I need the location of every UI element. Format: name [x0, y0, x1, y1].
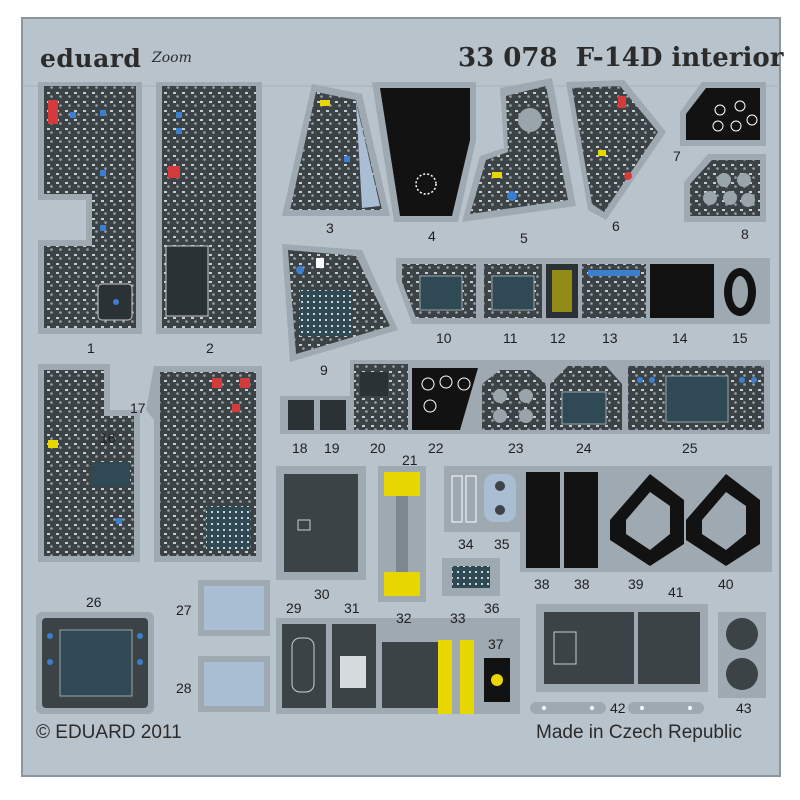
part-number: 35: [494, 536, 510, 552]
part-number: 12: [550, 330, 566, 346]
part-41: [536, 604, 708, 692]
part-2: [156, 82, 262, 334]
part-number: 17: [130, 400, 146, 416]
part-number: 25: [682, 440, 698, 456]
part-number: 7: [673, 148, 681, 164]
part-number: 43: [736, 700, 752, 716]
part-number: 41: [668, 584, 684, 600]
part-strip-10-15: [396, 258, 770, 324]
part-number: 13: [602, 330, 618, 346]
part-number: 26: [86, 594, 102, 610]
part-number: 11: [503, 330, 518, 346]
part-number: 10: [436, 330, 452, 346]
part-21: [378, 466, 426, 602]
part-38-40: [520, 466, 772, 572]
part-36: [442, 558, 500, 596]
set-code: 33 078: [458, 43, 558, 73]
part-number: 29: [286, 600, 302, 616]
part-5: [462, 78, 576, 222]
part-number: 9: [320, 362, 328, 378]
copyright-notice: © EDUARD 2011: [36, 722, 182, 743]
part-number: 2: [206, 340, 214, 356]
part-27-28: [198, 580, 270, 712]
part-17: [146, 366, 262, 562]
part-number: 20: [370, 440, 386, 456]
part-34-35: [444, 466, 520, 532]
brand-logo: eduard: [40, 44, 142, 73]
part-number: 32: [396, 610, 412, 626]
part-number: 31: [344, 600, 360, 616]
part-number: 36: [484, 600, 500, 616]
part-43: [718, 612, 766, 698]
part-42: [530, 702, 704, 714]
part-30: [276, 466, 366, 580]
part-number: 21: [402, 452, 418, 468]
origin-notice: Made in Czech Republic: [536, 722, 742, 743]
part-number: 16: [100, 430, 116, 446]
part-number: 28: [176, 680, 192, 696]
series-mark: Zoom: [152, 50, 192, 66]
part-number: 37: [488, 636, 504, 652]
part-4: [372, 82, 476, 222]
part-number: 8: [741, 226, 749, 242]
part-number: 33: [450, 610, 466, 626]
part-number: 18: [292, 440, 308, 456]
part-strip-18-25: [280, 360, 770, 434]
part-number: 6: [612, 218, 620, 234]
part-3: [282, 84, 390, 216]
part-number: 4: [428, 228, 436, 244]
part-9: [282, 244, 398, 362]
part-number: 40: [718, 576, 734, 592]
set-title: 33 078 F-14D interior: [458, 43, 783, 73]
part-7: [680, 82, 766, 146]
part-16: [38, 364, 140, 562]
part-number: 14: [672, 330, 688, 346]
part-29-33: [276, 618, 520, 714]
part-1: [38, 82, 142, 334]
part-number: 39: [628, 576, 644, 592]
part-number: 38: [534, 576, 550, 592]
part-number: 5: [520, 230, 528, 246]
part-8: [684, 154, 766, 222]
part-number: 27: [176, 602, 192, 618]
set-name: F-14D interior: [575, 43, 784, 73]
part-26: [36, 612, 154, 714]
part-number: 22: [428, 440, 444, 456]
part-number: 34: [458, 536, 474, 552]
part-number: 23: [508, 440, 524, 456]
part-number: 3: [326, 220, 334, 236]
part-number: 15: [732, 330, 748, 346]
part-number: 30: [314, 586, 330, 602]
part-number: 24: [576, 440, 592, 456]
part-number: 38: [574, 576, 590, 592]
part-number: 19: [324, 440, 340, 456]
part-number: 42: [610, 700, 626, 716]
part-6: [566, 80, 666, 220]
part-number: 1: [87, 340, 95, 356]
